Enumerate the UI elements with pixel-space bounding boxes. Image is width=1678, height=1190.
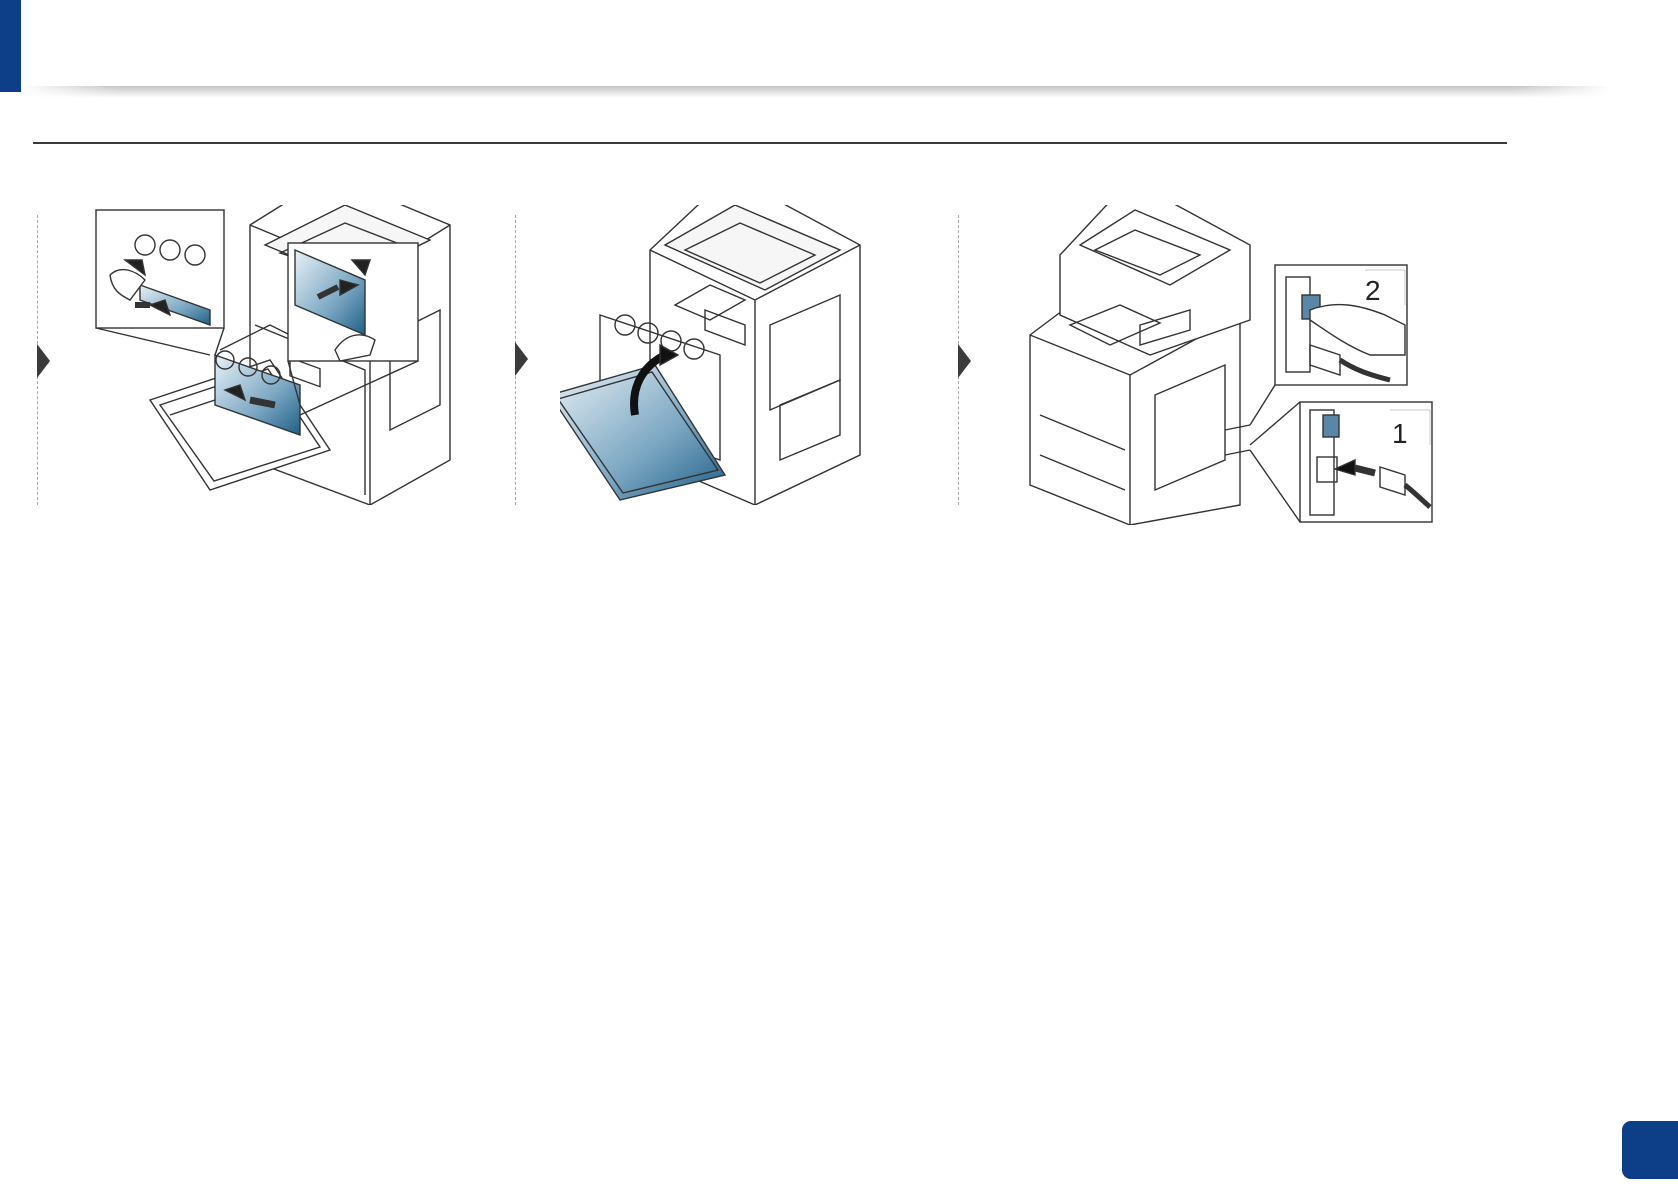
- step-3-illustration: 2 1: [1010, 205, 1440, 505]
- header-accent-bar: [0, 0, 21, 92]
- page-number-badge: [1622, 1121, 1678, 1179]
- callout-number-1: 1: [1392, 418, 1408, 449]
- callout-number-2: 2: [1365, 275, 1381, 306]
- section-rule: [33, 142, 1507, 144]
- step-2-illustration: [560, 205, 870, 505]
- step-1-illustration: [90, 205, 460, 505]
- step-marker-icon: [37, 344, 50, 378]
- printer-open-waste-toner-icon: [90, 205, 460, 505]
- header-shadow: [21, 86, 1611, 98]
- step-marker-icon: [515, 342, 528, 376]
- printer-close-front-cover-icon: [560, 205, 870, 505]
- step-marker-icon: [958, 344, 971, 378]
- printer-power-on-icon: 2 1: [1010, 205, 1440, 525]
